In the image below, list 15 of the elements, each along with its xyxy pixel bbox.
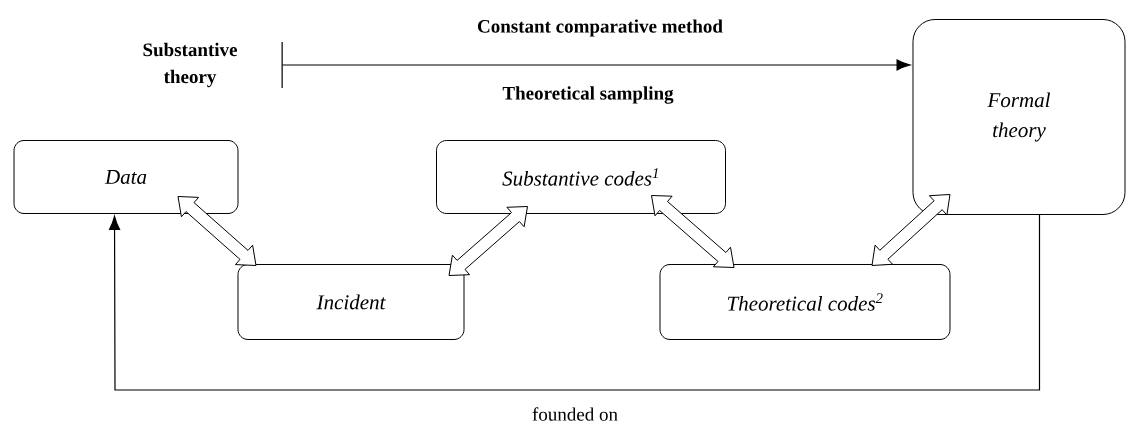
double-block-arrow (651, 195, 735, 268)
double-block-arrow (177, 196, 257, 266)
arrow (281, 41, 911, 89)
concept-box: Data (13, 140, 239, 214)
double-block-arrow (448, 206, 528, 276)
arrow (109, 214, 1041, 391)
double-block-arrow (871, 194, 951, 266)
concept-box: Theoretical codes$^{2}$ (659, 264, 951, 340)
concept-box: Substantive codes$^{1}$ (436, 140, 726, 214)
concept-box: Incident (237, 264, 465, 340)
theory-box: Formal theory (912, 19, 1126, 215)
heading-text: Theoretical sampling (502, 86, 674, 104)
edge-label: founded on (531, 406, 619, 422)
heading-text: Substantive theory (143, 42, 237, 88)
edge-label: Constant comparative method (476, 18, 724, 38)
